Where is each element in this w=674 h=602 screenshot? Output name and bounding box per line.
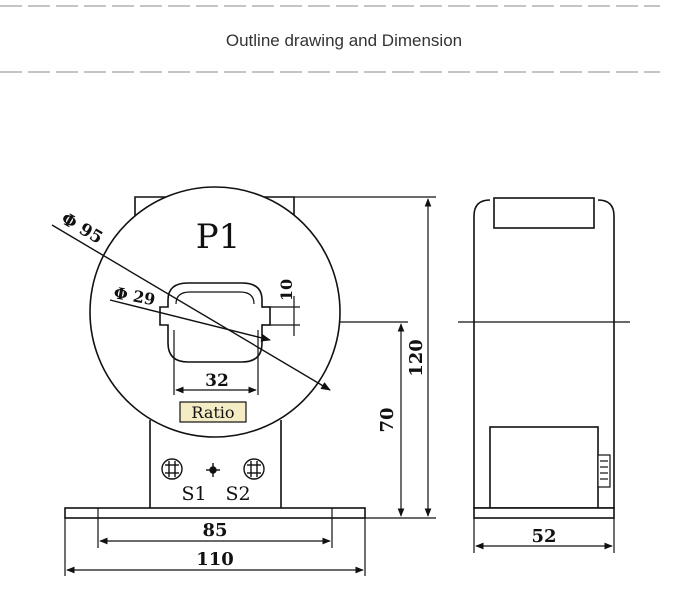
outer-diameter-leader — [51, 224, 331, 391]
side-base-plate — [473, 507, 615, 519]
window-width-label: 32 — [205, 371, 229, 391]
center-mark-icon — [206, 463, 220, 477]
inner-diameter-leader — [109, 299, 271, 342]
total-height-label: 120 — [406, 339, 427, 377]
base-plate — [64, 507, 366, 519]
ratio-label: Ratio — [191, 403, 234, 422]
header-title: Outline drawing and Dimension — [226, 31, 462, 50]
terminal-s2-label: S2 — [225, 483, 250, 505]
p1-label: P1 — [196, 217, 241, 257]
side-top-cap — [493, 197, 595, 229]
ratio-box — [179, 401, 247, 423]
center-height-label: 70 — [377, 407, 398, 432]
terminal-s1-label: S1 — [181, 483, 206, 505]
base-width-label: 110 — [196, 549, 234, 570]
lower-housing — [149, 420, 282, 508]
depth-label: 52 — [531, 526, 556, 547]
side-screw-icon — [597, 454, 611, 488]
side-terminal-block — [489, 426, 599, 509]
inner-window-lip — [175, 291, 255, 305]
notch-dim-label: 10 — [277, 279, 296, 301]
terminal-s2-screw — [243, 458, 265, 480]
terminal-s1-screw — [161, 458, 183, 480]
hole-spacing-label: 85 — [202, 520, 227, 541]
side-view — [458, 197, 630, 519]
